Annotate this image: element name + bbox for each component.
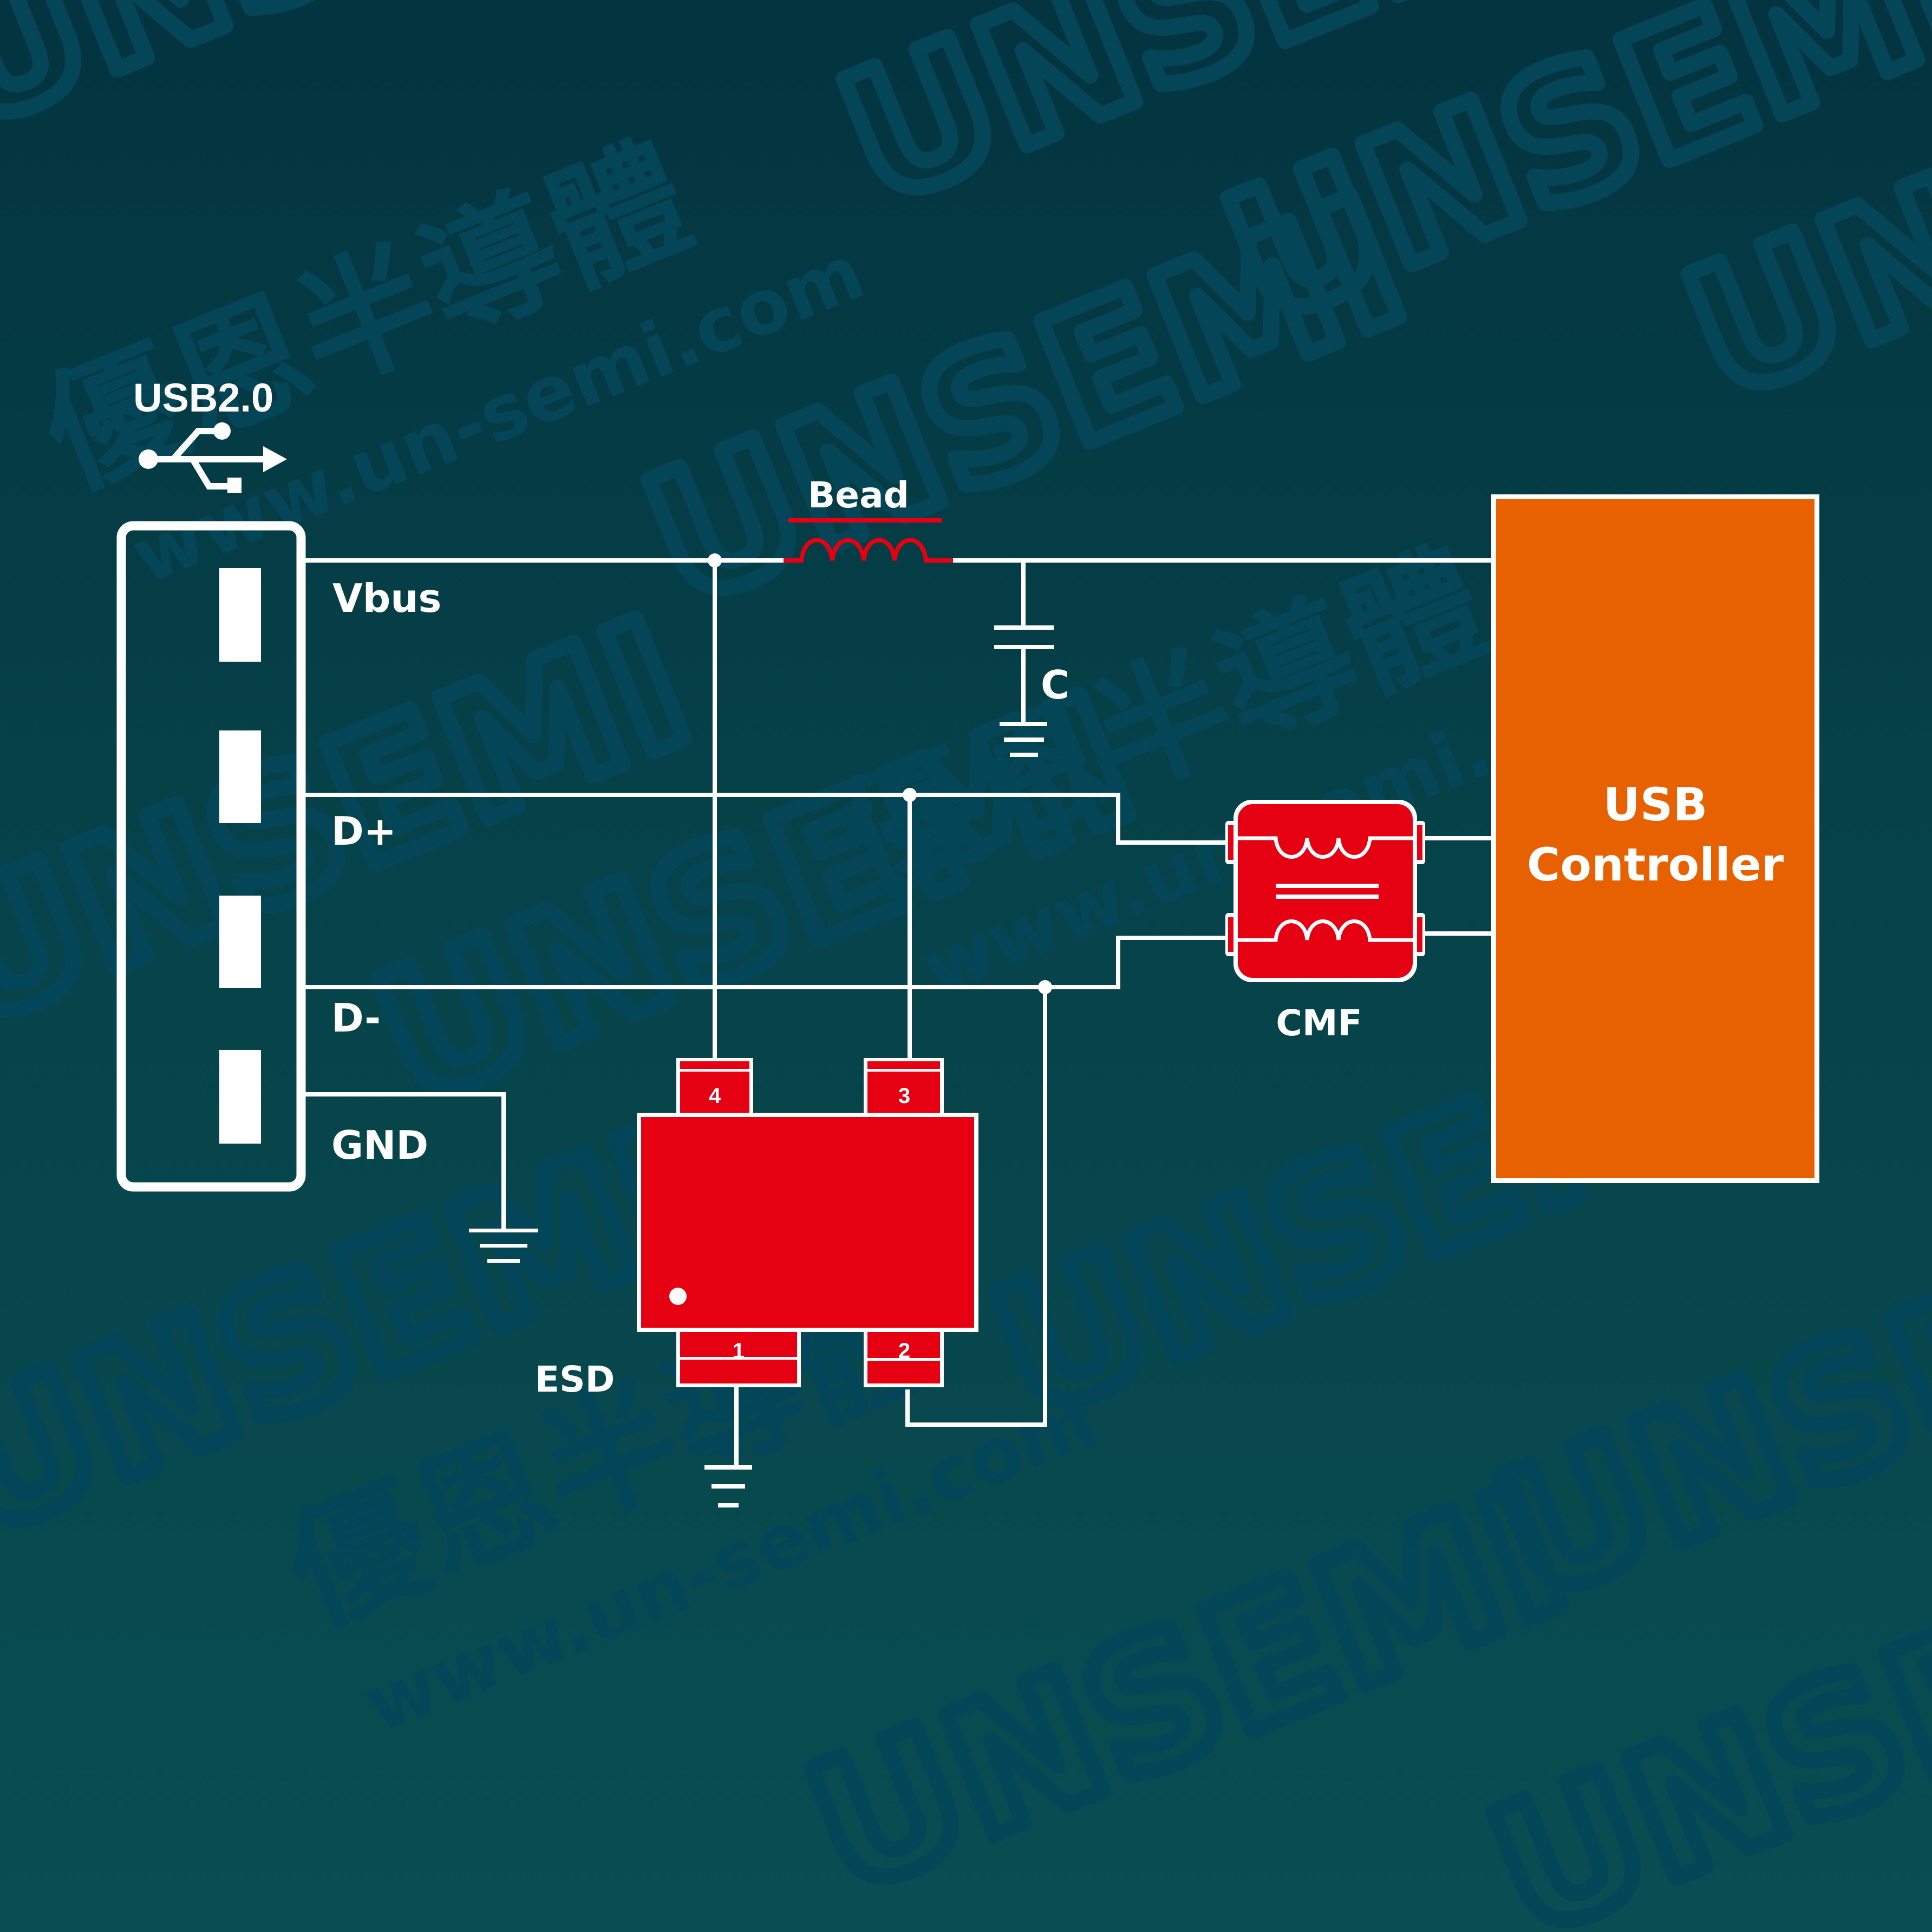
junction-dot <box>708 553 722 567</box>
esd-pin-1: 1 <box>733 1339 745 1363</box>
controller-body <box>1496 499 1814 1178</box>
cmf-body <box>1238 804 1413 978</box>
wire-dminus-esd <box>905 987 1047 1427</box>
pin-label-gnd: GND <box>331 1122 428 1168</box>
connector-pad-gnd <box>219 1050 261 1144</box>
esd-pin-2: 2 <box>898 1339 910 1363</box>
bead-label: Bead <box>808 474 909 516</box>
connector-pad-dminus <box>219 896 261 988</box>
esd-pin-4: 4 <box>709 1084 721 1108</box>
wire-dminus <box>305 936 1227 989</box>
esd-pin-3: 3 <box>898 1084 910 1108</box>
controller-label-line1: USB <box>1603 778 1708 831</box>
bead-symbol <box>784 518 953 563</box>
esd-pin1-marker <box>669 1288 687 1305</box>
esd-body <box>641 1117 974 1328</box>
junctions <box>708 553 1052 994</box>
controller-label-line2: Controller <box>1527 838 1784 891</box>
pin-label-dminus: D- <box>331 995 381 1041</box>
ground-symbol-connector <box>469 1229 538 1263</box>
usb-connector <box>116 521 306 1192</box>
capacitor-symbol <box>994 625 1054 649</box>
cmf-label: CMF <box>1276 1002 1362 1044</box>
junction-dot <box>903 788 917 802</box>
connector-pad-dplus <box>219 730 261 823</box>
junction-dot <box>1038 980 1052 994</box>
pin-label-vbus: Vbus <box>332 576 441 621</box>
usb-version-label: USB2.0 <box>133 375 273 420</box>
cmf-device <box>1225 800 1425 982</box>
capacitor-label: C <box>1041 662 1069 708</box>
ground-symbol-esd <box>704 1465 752 1507</box>
ground-symbol-capacitor <box>1000 722 1047 757</box>
esd-device <box>637 1058 978 1387</box>
wire-dplus <box>305 793 1227 845</box>
usb-controller <box>1491 494 1819 1183</box>
esd-label: ESD <box>535 1359 615 1400</box>
wire-gnd <box>305 1092 506 1231</box>
usb-trident-icon <box>139 422 287 493</box>
connector-outline <box>116 521 306 1192</box>
connector-pad-vbus <box>219 568 261 662</box>
pin-label-dplus: D+ <box>331 808 396 854</box>
wires <box>305 558 1500 1468</box>
